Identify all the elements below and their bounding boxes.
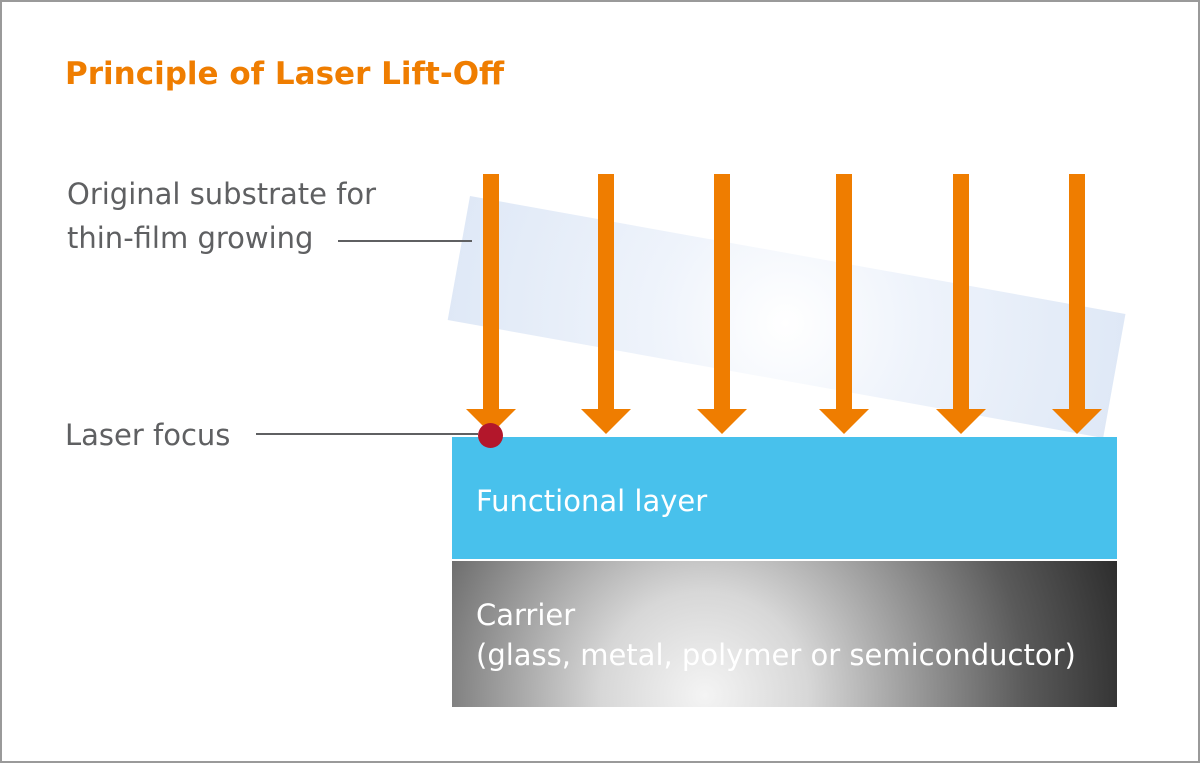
carrier-layer: Carrier (glass, metal, polymer or semico…: [452, 561, 1117, 707]
laser-focus-label: Laser focus: [65, 418, 231, 452]
laser-arrow-1: [466, 174, 516, 436]
laser-focus-dot: [478, 423, 503, 448]
laser-arrow-3-shaft: [714, 174, 730, 412]
laser-arrow-6: [1052, 174, 1102, 436]
laser-arrow-5-shaft: [953, 174, 969, 412]
laser-arrow-5-head: [936, 409, 986, 434]
laser-arrow-1-shaft: [483, 174, 499, 412]
original-substrate-label-line-2: thin-film growing: [67, 221, 314, 255]
laser-arrow-4: [819, 174, 869, 436]
functional-layer-label: Functional layer: [476, 484, 708, 518]
laser-arrow-2: [581, 174, 631, 436]
carrier-layer-label-line-2: (glass, metal, polymer or semiconductor): [476, 638, 1076, 672]
original-substrate-label: Original substrate for thin-film growing: [67, 172, 376, 260]
substrate-leader-line: [338, 240, 472, 242]
functional-layer: Functional layer: [452, 437, 1117, 559]
carrier-layer-label-line-1: Carrier: [476, 598, 576, 632]
laser-focus-leader-line: [256, 433, 478, 435]
laser-arrow-6-shaft: [1069, 174, 1085, 412]
original-substrate-plate: [447, 196, 1126, 438]
diagram-title: Principle of Laser Lift-Off: [65, 56, 505, 92]
laser-arrow-3: [697, 174, 747, 436]
laser-arrow-6-head: [1052, 409, 1102, 434]
laser-arrow-4-head: [819, 409, 869, 434]
carrier-layer-label: Carrier (glass, metal, polymer or semico…: [476, 595, 1076, 675]
laser-arrow-4-shaft: [836, 174, 852, 412]
laser-arrow-2-shaft: [598, 174, 614, 412]
laser-arrow-2-head: [581, 409, 631, 434]
laser-arrow-5: [936, 174, 986, 436]
laser-arrow-3-head: [697, 409, 747, 434]
original-substrate-label-line-1: Original substrate for: [67, 177, 377, 211]
